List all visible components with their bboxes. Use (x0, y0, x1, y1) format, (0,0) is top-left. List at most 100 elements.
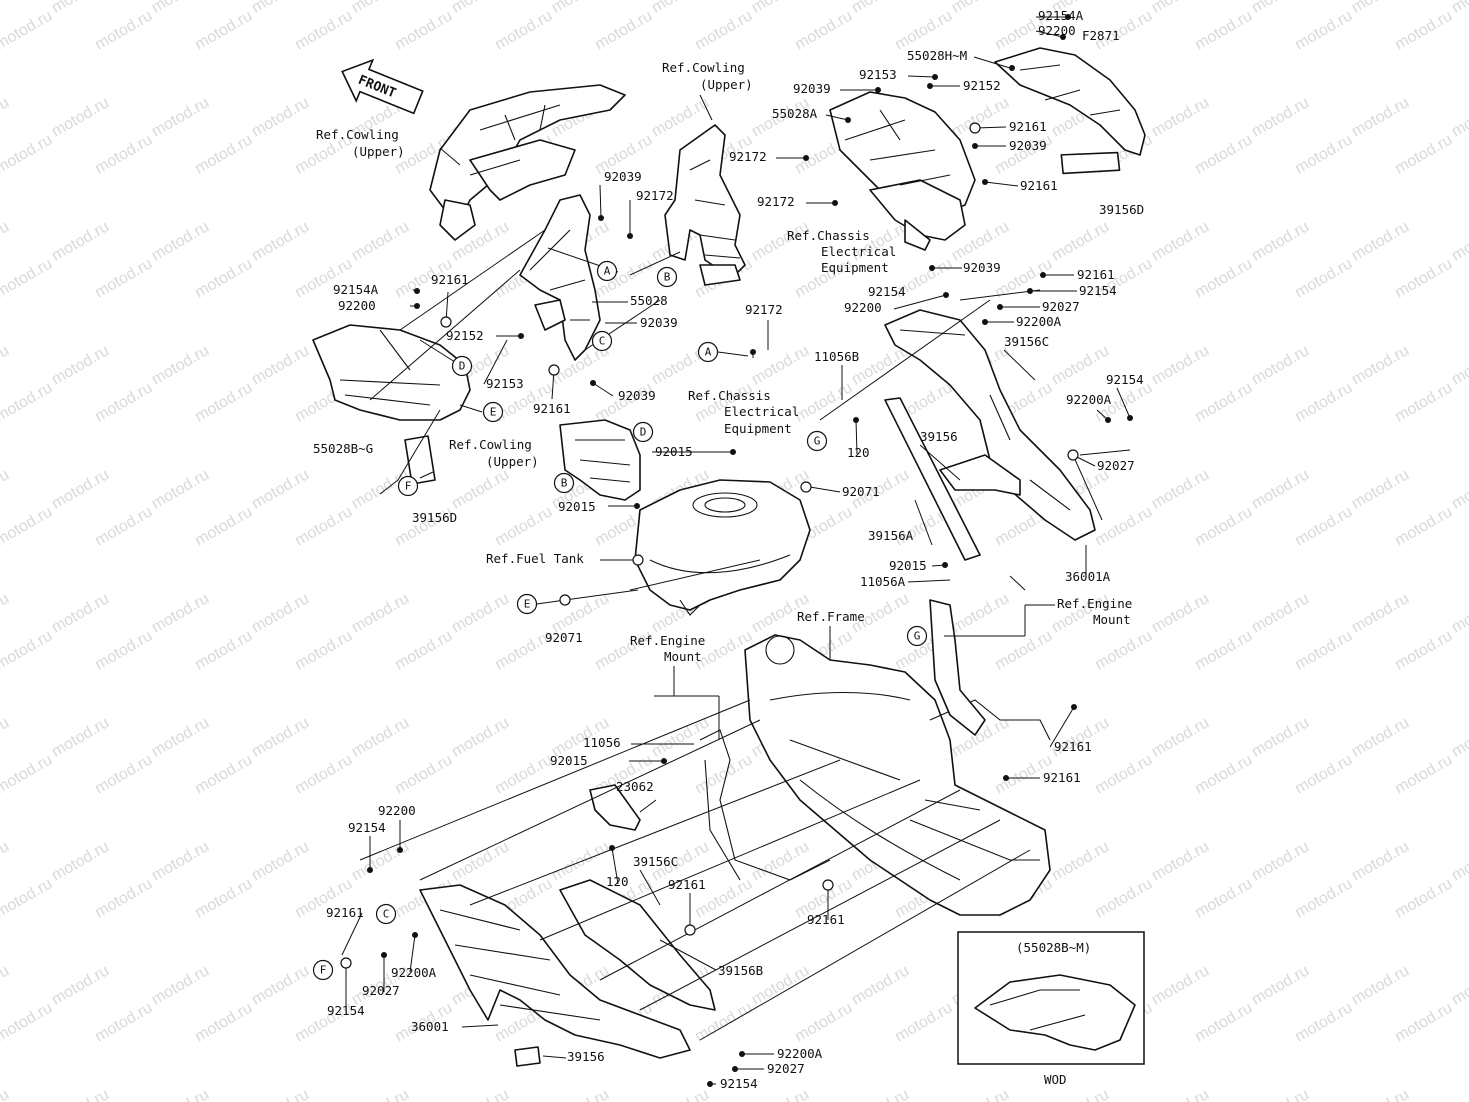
watermark-text: motod.ru (1092, 503, 1155, 549)
watermark-text: motod.ru (1249, 590, 1312, 636)
part-label-p92039-a: 92039 (793, 81, 831, 96)
fastener-dot (414, 288, 420, 294)
watermark-text: motod.ru (1449, 590, 1469, 636)
watermark-text: motod.ru (192, 7, 255, 53)
part-label-p92039-d: 92039 (604, 169, 642, 184)
callout-circle-a2 (697, 341, 719, 363)
watermark-text: motod.ru (1449, 218, 1469, 264)
watermark-text: motod.ru (249, 0, 312, 17)
watermark-text: motod.ru (1249, 714, 1312, 760)
watermark-text: motod.ru (1449, 0, 1469, 17)
watermark-text: motod.ru (1349, 466, 1412, 512)
grommet-ring (559, 594, 571, 606)
watermark-text: motod.ru (1092, 627, 1155, 673)
leader-line (419, 471, 434, 479)
watermark-text: motod.ru (449, 0, 512, 17)
callout-circle-e2 (516, 593, 538, 615)
watermark-text: motod.ru (1149, 714, 1212, 760)
watermark-text: motod.ru (892, 999, 955, 1045)
leader-line (659, 939, 717, 971)
watermark-text: motod.ru (1149, 342, 1212, 388)
part-label-p92200A-r2: 92200A (1066, 392, 1112, 407)
callout-circle-f2 (312, 959, 334, 981)
fastener-dot (598, 215, 604, 221)
callout-circle-d1 (451, 355, 473, 377)
part-label-ref-engine-2a: Ref.Engine (630, 633, 705, 648)
projection-line (699, 849, 1031, 1041)
part-label-p92154A-top: 92154A (1038, 8, 1084, 23)
fuel-tank (634, 479, 811, 616)
projection-line (629, 559, 761, 591)
watermark-text: motod.ru (1392, 751, 1455, 797)
watermark-text: motod.ru (1292, 7, 1355, 53)
watermark-text: motod.ru (0, 503, 55, 549)
watermark-text: motod.ru (849, 0, 912, 17)
part-label-p92161-b1: 92161 (668, 877, 706, 892)
leader-line (1003, 349, 1036, 381)
part-label-ref-engine-1a: Ref.Engine (1057, 596, 1132, 611)
lower-cowling-36001 (419, 879, 716, 1067)
watermark-text: motod.ru (249, 714, 312, 760)
leader-line (1116, 387, 1131, 419)
watermark-text: motod.ru (392, 7, 455, 53)
projection-line (819, 299, 991, 421)
watermark-text: motod.ru (492, 503, 555, 549)
watermark-text: motod.ru (1249, 962, 1312, 1008)
watermark-text: motod.ru (949, 590, 1012, 636)
watermark-text: motod.ru (149, 714, 212, 760)
part-label-p92027-r2: 92027 (1097, 458, 1135, 473)
part-label-p92071-a: 92071 (842, 484, 880, 499)
part-label-p92152-top: 92152 (963, 78, 1001, 93)
part-label-p92071-b: 92071 (545, 630, 583, 645)
watermark-text: motod.ru (449, 714, 512, 760)
part-label-ref-cowl-2b: (Upper) (352, 144, 405, 159)
watermark-text: motod.ru (92, 131, 155, 177)
watermark-text: motod.ru (549, 0, 612, 17)
grommet-ring (822, 879, 834, 891)
watermark-text: motod.ru (92, 379, 155, 425)
part-label-p92027-r1: 92027 (1042, 299, 1080, 314)
watermark-text: motod.ru (249, 466, 312, 512)
leader-line (907, 75, 936, 78)
part-label-p92027-b2: 92027 (767, 1061, 805, 1076)
fastener-dot (845, 117, 851, 123)
grommet-ring (1067, 449, 1079, 461)
watermark-text: motod.ru (192, 751, 255, 797)
watermark-text: motod.ru (1049, 342, 1112, 388)
watermark-text: motod.ru (1349, 218, 1412, 264)
part-label-ref-fuel-tank: Ref.Fuel Tank (486, 551, 584, 566)
fastener-dot (1127, 415, 1133, 421)
part-label-ref-cowl-3a: Ref.Cowling (449, 437, 532, 452)
callout-circle-a1 (596, 260, 618, 282)
watermark-text: motod.ru (1049, 838, 1112, 884)
part-label-ref-chassis-1a: Ref.Chassis (787, 228, 870, 243)
watermark-text: motod.ru (0, 7, 55, 53)
watermark-text: motod.ru (0, 94, 12, 140)
callout-circle-c1 (591, 330, 613, 352)
callout-letter-f1: F (405, 480, 412, 493)
callout-letter-g1: G (814, 435, 821, 448)
leader-line (1009, 575, 1026, 591)
part-label-p92039-b: 92039 (1009, 138, 1047, 153)
fastener-dot (875, 87, 881, 93)
watermark-text: motod.ru (1349, 342, 1412, 388)
watermark-text: motod.ru (1392, 875, 1455, 921)
watermark-text: motod.ru (0, 751, 55, 797)
leader-line (611, 847, 619, 885)
leader-line (893, 294, 947, 310)
part-label-p92154-r2: 92154 (868, 284, 906, 299)
watermark-text: motod.ru (292, 627, 355, 673)
fastener-dot (1009, 65, 1015, 71)
projection-line (959, 289, 1041, 301)
watermark-text: motod.ru (1149, 590, 1212, 636)
watermark-text: motod.ru (1349, 962, 1412, 1008)
part-label-p92027-b1: 92027 (362, 983, 400, 998)
watermark-text: motod.ru (249, 94, 312, 140)
watermark-text: motod.ru (1292, 999, 1355, 1045)
watermark-text: motod.ru (792, 7, 855, 53)
callout-circle-c2 (375, 903, 397, 925)
part-label-p92152-l: 92152 (446, 328, 484, 343)
part-label-p39156-r: 39156 (920, 429, 958, 444)
grommet-ring (548, 364, 560, 376)
part-label-p11056B: 11056B (814, 349, 859, 364)
